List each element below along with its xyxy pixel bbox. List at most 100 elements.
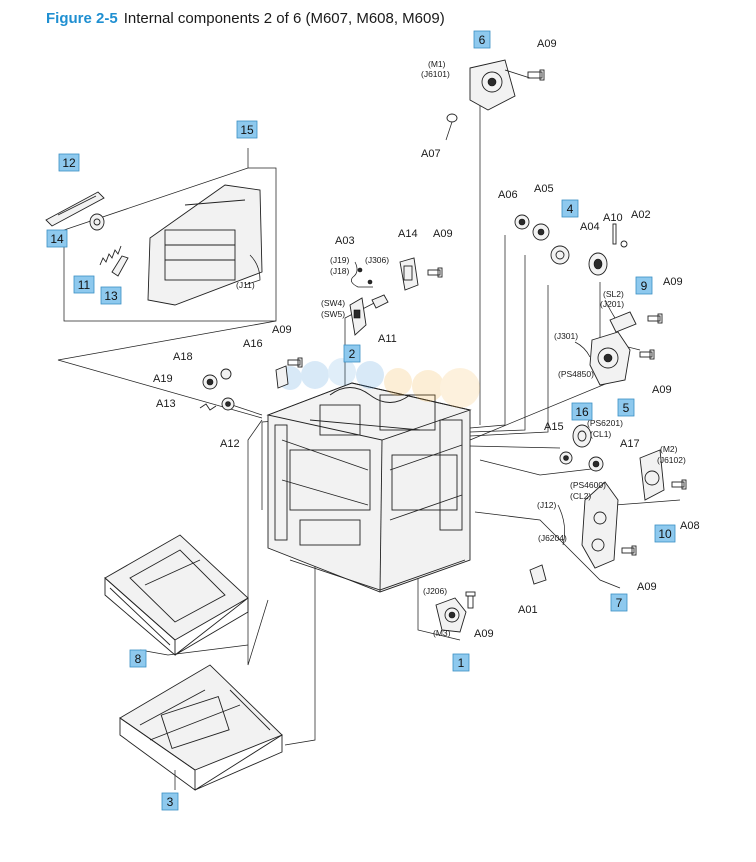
part-a02-ring	[620, 240, 628, 248]
signal-sl2: (SL2)	[603, 289, 624, 299]
screw-a09-top	[527, 69, 545, 81]
callout-11: 11	[73, 275, 95, 294]
svg-text:2: 2	[349, 347, 356, 361]
bushing-a07	[445, 113, 458, 141]
part-a18-gear	[220, 368, 232, 380]
svg-text:11: 11	[78, 278, 91, 292]
part-a04-gear	[588, 252, 608, 276]
callout-7: 7	[610, 593, 628, 612]
callout-15: 15	[236, 120, 258, 139]
callout-8: 8	[129, 649, 147, 668]
label-a09-right-3: A09	[637, 581, 657, 593]
signal-sw5: (SW5)	[321, 309, 345, 319]
watermark	[278, 358, 480, 408]
svg-text:5: 5	[623, 401, 630, 415]
part-a05-gear	[532, 223, 550, 241]
part-a03-cable	[350, 261, 373, 288]
part-9-solenoid	[604, 299, 637, 333]
part-2-sensor	[349, 297, 367, 336]
svg-text:4: 4	[567, 202, 574, 216]
svg-text:14: 14	[50, 232, 64, 246]
screw-a09-right-2	[639, 349, 655, 360]
part-a16-bracket	[275, 365, 289, 389]
screw-a09-mid	[427, 267, 443, 278]
callout-16: 16	[571, 402, 593, 421]
figure-label: Figure 2-5	[46, 10, 118, 27]
label-a01: A01	[518, 604, 538, 616]
signal-m2: (M2)	[660, 444, 678, 454]
label-a09-mid: A09	[433, 228, 453, 240]
label-a15: A15	[544, 421, 564, 433]
label-a10: A10	[603, 212, 623, 224]
label-a14: A14	[398, 228, 418, 240]
callout-14: 14	[46, 229, 68, 248]
label-a19: A19	[153, 373, 173, 385]
label-a03: A03	[335, 235, 355, 247]
svg-text:15: 15	[240, 123, 254, 137]
screw-a08	[671, 479, 687, 490]
signal-j306: (J306)	[365, 255, 389, 265]
part-a01-bracket	[529, 564, 547, 585]
callout-9: 9	[635, 276, 653, 295]
screw-a09-right-1	[647, 313, 663, 324]
callout-13: 13	[100, 286, 122, 305]
label-a13: A13	[156, 398, 176, 410]
label-a12: A12	[220, 438, 240, 450]
label-a08: A08	[680, 520, 700, 532]
signal-j206: (J206)	[423, 586, 447, 596]
callout-1: 1	[452, 653, 470, 672]
svg-text:6: 6	[479, 33, 486, 47]
part-a13-spring	[199, 403, 217, 411]
label-a16: A16	[243, 338, 263, 350]
signal-m3: (M3)	[433, 628, 451, 638]
part-7-assembly	[557, 481, 619, 569]
part-5-assembly	[574, 331, 631, 386]
part-13-shaft	[111, 255, 129, 277]
svg-text:8: 8	[135, 652, 142, 666]
signal-m1: (M1)	[428, 59, 446, 69]
signal-ps4600: (PS4600)	[570, 480, 606, 490]
part-1-motor-m3	[435, 597, 467, 633]
label-a02: A02	[631, 209, 651, 221]
signal-ps6201: (PS6201)	[587, 418, 623, 428]
signal-j11: (J11)	[236, 280, 255, 290]
label-a11: A11	[378, 333, 397, 345]
part-4-gear-assembly	[550, 245, 570, 265]
part-a12-gear	[221, 397, 235, 411]
label-a18: A18	[173, 351, 193, 363]
label-a09-right-1: A09	[663, 276, 683, 288]
label-a09-right-2: A09	[652, 384, 672, 396]
signal-j6101: (J6101)	[421, 69, 450, 79]
signal-j12: (J12)	[537, 500, 557, 510]
screw-a09-bottom	[465, 591, 476, 609]
svg-text:12: 12	[62, 156, 76, 170]
label-a09-bottom: A09	[474, 628, 494, 640]
part-a19-gear	[202, 374, 218, 390]
part-16-clutch	[572, 424, 592, 448]
part-a15-gear	[559, 451, 573, 465]
signal-j6102: (J6102)	[657, 455, 686, 465]
part-14-roller	[89, 213, 105, 231]
callout-5: 5	[617, 398, 635, 417]
part-3-lower-frame	[119, 664, 283, 791]
signal-j18: (J18)	[330, 266, 350, 276]
svg-text:10: 10	[658, 527, 672, 541]
signal-j301: (J301)	[554, 331, 578, 341]
part-a10-pin	[612, 223, 617, 245]
screw-a09-right-3	[621, 545, 637, 556]
part-a17-gear	[588, 456, 604, 472]
signal-j19: (J19)	[330, 255, 350, 265]
svg-text:7: 7	[616, 596, 623, 610]
main-chassis-frame	[266, 382, 472, 593]
part-12-guide	[45, 191, 105, 227]
signal-cl1: (CL1)	[590, 429, 611, 439]
signal-j6204: (J6204)	[538, 533, 567, 543]
callout-6: 6	[473, 30, 491, 49]
svg-text:3: 3	[167, 795, 174, 809]
callout-3: 3	[161, 792, 179, 811]
part-a06-gear	[514, 214, 530, 230]
part-a11-clip	[371, 294, 389, 309]
svg-text:16: 16	[575, 405, 589, 419]
part-8-tray	[104, 534, 249, 656]
